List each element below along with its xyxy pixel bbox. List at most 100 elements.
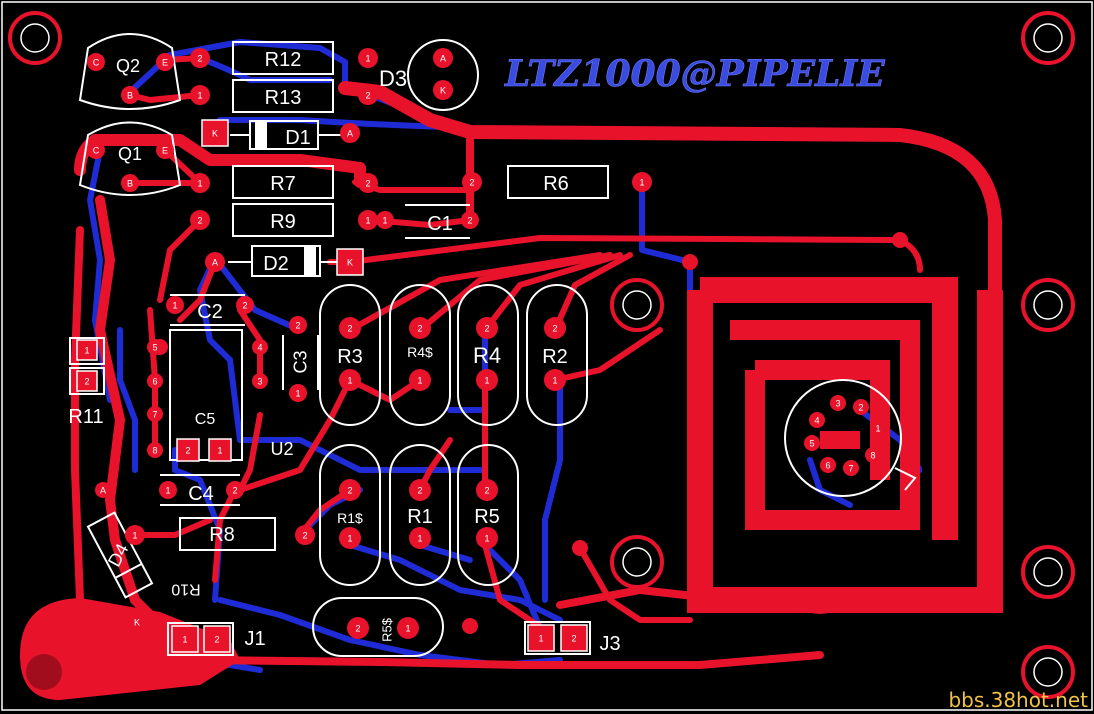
pad-c2-2 bbox=[236, 296, 254, 314]
pad-label-r7-1: 1 bbox=[197, 179, 202, 189]
ref-r6: R6 bbox=[543, 173, 569, 195]
pad-r8-1 bbox=[125, 525, 145, 545]
pad-r1s-2 bbox=[339, 527, 361, 549]
pad-label-q1-2: E bbox=[162, 146, 168, 156]
pad-label-r11-2: 2 bbox=[84, 377, 89, 387]
pad-d2-2 bbox=[336, 248, 364, 276]
pad-r5-1 bbox=[476, 479, 498, 501]
ref-r10: R10 bbox=[171, 580, 200, 597]
ref-d3: D3 bbox=[379, 66, 407, 91]
silkscreen-layer bbox=[69, 33, 917, 657]
pad-label-c1-2: 2 bbox=[467, 216, 472, 226]
pad-u2-7 bbox=[147, 406, 163, 422]
pad-label-d1-1: K bbox=[212, 129, 218, 139]
pad-q1-3 bbox=[121, 174, 139, 192]
pad-label-u2-1: 1 bbox=[172, 301, 177, 311]
pad-label-r3-2: 1 bbox=[347, 376, 352, 386]
pad-label-c5-2: 1 bbox=[217, 446, 222, 456]
pad-d3-2 bbox=[433, 80, 453, 100]
ref-q2: Q2 bbox=[116, 56, 140, 76]
pad-label-u2-6: 6 bbox=[152, 377, 157, 387]
pad-r4-1 bbox=[476, 317, 498, 339]
pad-label-r4s-1: 2 bbox=[417, 324, 422, 334]
pad-d3-1 bbox=[433, 48, 453, 68]
ref-c1: C1 bbox=[427, 213, 453, 235]
pad-d4-1 bbox=[95, 482, 111, 498]
pad-label-r4-2: 1 bbox=[484, 376, 489, 386]
ref-r1: R1 bbox=[407, 506, 433, 528]
via-1 bbox=[572, 540, 588, 556]
pad-j1-2 bbox=[203, 625, 231, 653]
ref-d2: D2 bbox=[263, 253, 289, 275]
pad-label-j1-2: 2 bbox=[214, 635, 219, 645]
pad-r4-2 bbox=[476, 369, 498, 391]
ref-c3: C3 bbox=[290, 350, 310, 373]
pad-label-j3-2: 2 bbox=[571, 634, 576, 644]
pad-u2-4 bbox=[252, 339, 268, 355]
ref-c5: C5 bbox=[195, 411, 216, 428]
pad-r5s-1 bbox=[347, 617, 369, 639]
pad-label-c5-1: 2 bbox=[185, 446, 190, 456]
ref-r9: R9 bbox=[270, 211, 296, 233]
pad-r7-1 bbox=[190, 173, 210, 193]
pad-r1-1 bbox=[409, 479, 431, 501]
pad-label-r8-2: 2 bbox=[302, 531, 307, 541]
pad-label-c1-1: 1 bbox=[382, 216, 387, 226]
pad-u2-6 bbox=[147, 373, 163, 389]
pad-label-r8-1: 1 bbox=[132, 531, 137, 541]
pad-label-ltz1000-8: 8 bbox=[870, 451, 875, 461]
pad-label-r12-1: 2 bbox=[197, 54, 202, 64]
pad-label-c3-1: 2 bbox=[295, 321, 300, 331]
pad-c3-2 bbox=[289, 384, 307, 402]
ref-r5: R5 bbox=[474, 506, 500, 528]
ref-r13: R13 bbox=[265, 87, 302, 109]
ref-d1: D1 bbox=[285, 127, 311, 149]
ref-r1s: R1$ bbox=[337, 510, 363, 526]
pad-u2-3 bbox=[252, 373, 268, 389]
pad-r2-2 bbox=[544, 369, 566, 391]
pad-r3-1 bbox=[339, 317, 361, 339]
pad-label-r5s-1: 2 bbox=[355, 624, 360, 634]
pad-r8-2 bbox=[295, 525, 315, 545]
pad-label-ltz1000-7: 7 bbox=[848, 464, 853, 474]
pads-layer: CEBCEB2112AKKA12211221AK1221212121211212… bbox=[76, 48, 908, 653]
pad-r6-2 bbox=[632, 172, 652, 192]
pad-label-c4-1: 1 bbox=[165, 486, 170, 496]
pad-c4-2 bbox=[226, 481, 244, 499]
ref-r3: R3 bbox=[337, 346, 363, 368]
pad-q1-1 bbox=[87, 141, 105, 159]
pad-d1-1 bbox=[201, 119, 229, 147]
pad-q2-1 bbox=[87, 53, 105, 71]
pad-label-r2-1: 2 bbox=[552, 324, 557, 334]
pad-ltz1000-4 bbox=[809, 412, 825, 428]
pad-label-ltz1000-6: 6 bbox=[825, 461, 830, 471]
pad-j3-1 bbox=[527, 624, 555, 652]
pad-ltz1000-1 bbox=[870, 420, 886, 436]
pad-r12-2 bbox=[358, 48, 378, 68]
pad-label-u2-3: 3 bbox=[257, 377, 262, 387]
pad-label-r6-1: 2 bbox=[469, 178, 474, 188]
pad-label-r5s-2: 1 bbox=[405, 624, 410, 634]
pad-label-r13-1: 1 bbox=[197, 91, 202, 101]
pad-label-j1-1: 1 bbox=[182, 635, 187, 645]
pad-r13-1 bbox=[190, 85, 210, 105]
pad-r9-1 bbox=[190, 210, 210, 230]
pad-r1s-1 bbox=[339, 479, 361, 501]
pad-label-ltz1000-5: 5 bbox=[809, 439, 814, 449]
pad-label-r1-1: 2 bbox=[417, 486, 422, 496]
pad-label-q1-3: B bbox=[127, 179, 133, 189]
pad-ltz1000-7 bbox=[843, 460, 859, 476]
pad-c5-2 bbox=[208, 438, 232, 462]
pad-label-r4s-2: 1 bbox=[417, 376, 422, 386]
watermark: bbs.38hot.net bbox=[948, 688, 1088, 712]
pad-c3-1 bbox=[289, 316, 307, 334]
pad-label-q2-3: B bbox=[127, 91, 133, 101]
pad-label-q1-1: C bbox=[93, 146, 100, 156]
pad-u2-8 bbox=[147, 442, 163, 458]
ref-r4: R4 bbox=[473, 343, 501, 368]
ref-r12: R12 bbox=[265, 49, 302, 71]
ref-r5s: R5$ bbox=[380, 617, 395, 642]
pad-r2-1 bbox=[544, 317, 566, 339]
